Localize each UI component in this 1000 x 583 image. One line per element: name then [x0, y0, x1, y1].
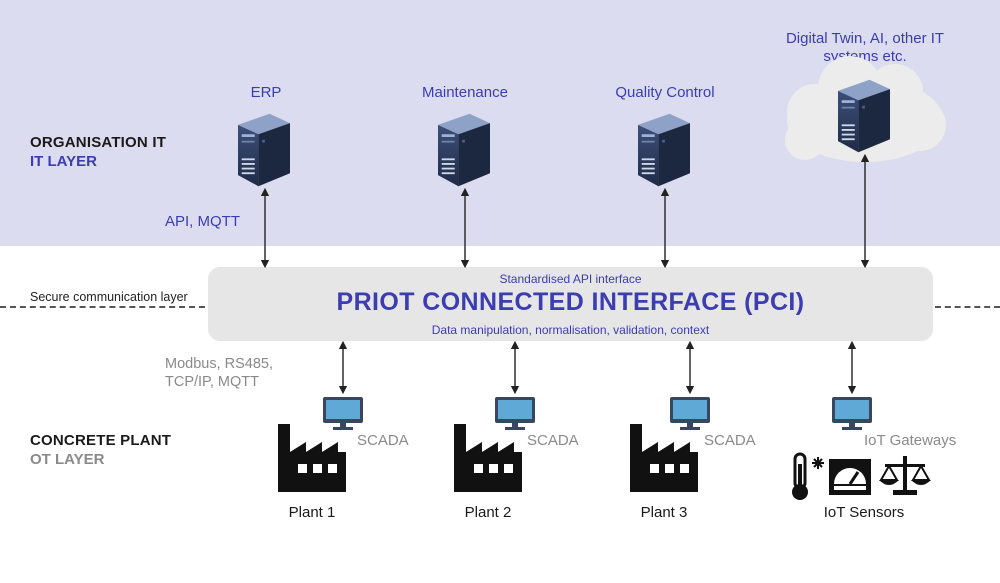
ot-arrows — [338, 340, 857, 395]
monitor-icon-plant2 — [495, 397, 535, 430]
monitor-icon-plant1 — [323, 397, 363, 430]
it-layer-subtitle: IT LAYER — [30, 153, 97, 170]
thermometer-icon — [792, 452, 824, 500]
scale-icon — [879, 456, 931, 495]
server-icon-digital-twin — [838, 79, 890, 153]
device-label-plant3: SCADA — [704, 432, 756, 449]
monitor-icon-iot — [832, 397, 872, 430]
ot-layer-subtitle: OT LAYER — [30, 451, 105, 468]
pci-title: PRIOT CONNECTED INTERFACE (PCI) — [336, 288, 805, 316]
factory-icon-plant2 — [454, 424, 522, 492]
system-label-digital-twin-line1: Digital Twin, AI, other IT — [785, 30, 945, 47]
server-icon-maintenance — [438, 113, 490, 187]
secure-communication-label: Secure communication layer — [30, 290, 188, 304]
pci-bottom-text: Data manipulation, normalisation, valida… — [431, 323, 710, 337]
ot-protocols-line2: TCP/IP, MQTT — [165, 374, 259, 390]
site-label-iot-sensors: IoT Sensors — [823, 504, 905, 521]
factory-icon-plant1 — [278, 424, 346, 492]
it-layer-title: ORGANISATION IT — [30, 134, 167, 151]
pci-box — [208, 267, 933, 341]
device-label-iot: IoT Gateways — [864, 432, 957, 449]
system-label-maintenance: Maintenance — [422, 84, 508, 101]
secure-line-left — [0, 306, 205, 308]
site-label-plant2: Plant 2 — [464, 504, 512, 521]
site-label-plant1: Plant 1 — [288, 504, 336, 521]
site-label-plant3: Plant 3 — [640, 504, 688, 521]
device-label-plant2: SCADA — [527, 432, 579, 449]
device-label-plant1: SCADA — [357, 432, 409, 449]
it-arrows — [260, 153, 870, 269]
pci-top-text: Standardised API interface — [499, 272, 642, 286]
system-label-erp: ERP — [250, 84, 282, 101]
server-icon-quality-control — [638, 113, 690, 187]
it-protocols-label: API, MQTT — [165, 213, 240, 230]
ot-protocols-line1: Modbus, RS485, — [165, 356, 274, 372]
ot-layer-title: CONCRETE PLANT — [30, 432, 172, 449]
system-label-quality-control: Quality Control — [615, 84, 715, 101]
factory-icon-plant3 — [630, 424, 698, 492]
secure-line-right — [935, 306, 1000, 308]
server-icon-erp — [238, 113, 290, 187]
monitor-icon-plant3 — [670, 397, 710, 430]
gauge-icon — [829, 459, 871, 495]
